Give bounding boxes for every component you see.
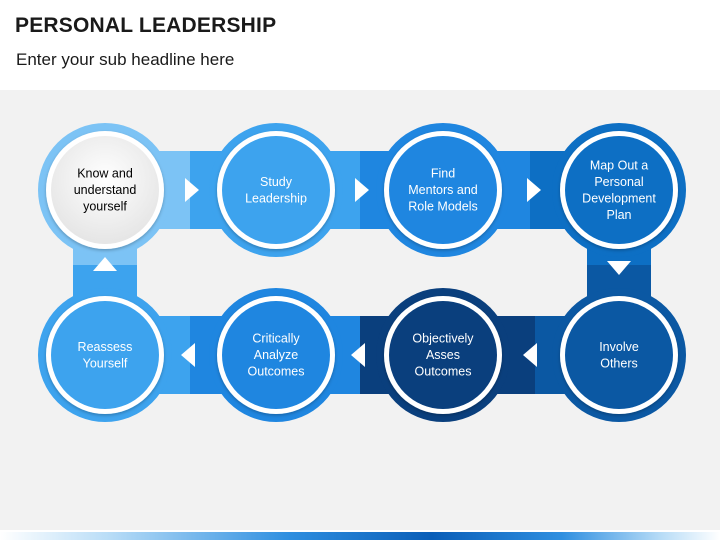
step-3-label-line-2: Mentors and [408,183,478,197]
step-2-label-line-1: Study [260,175,293,189]
step-3-label-line-1: Find [431,167,455,181]
step-3-label-line-3: Role Models [408,200,477,214]
arrow-4-to-5-icon [607,261,631,275]
step-inner-circle [222,136,330,244]
step-8-label-line-1: Reassess [78,340,133,354]
page-subtitle: Enter your sub headline here [16,50,235,69]
step-5-label-line-1: Involve [599,340,639,354]
step-inner-circle [565,301,673,409]
step-7-label-line-3: Outcomes [248,365,305,379]
step-1-label-line-3: yourself [83,200,127,214]
step-inner-circle [222,301,330,409]
step-7-label-line-2: Analyze [254,348,299,362]
step-8-label-line-2: Yourself [83,356,128,370]
arrow-8-to-1-icon [93,257,117,271]
step-4-label-line-2: Personal [594,175,643,189]
step-inner-circle [389,301,497,409]
step-inner-circle [565,136,673,244]
arrow-6-to-7-icon [351,343,365,367]
step-4-label-line-1: Map Out a [590,158,648,172]
arrow-5-to-6-icon [523,343,537,367]
step-1-label-line-1: Know and [77,167,133,181]
step-5-label-line-2: Others [600,356,638,370]
step-6-label-line-3: Outcomes [415,365,472,379]
step-inner-circle [51,136,159,244]
step-7-label-line-1: Critically [252,332,300,346]
step-1-label-line-2: understand [74,183,137,197]
step-node-1: Know and understand yourself [46,131,164,249]
step-inner-circle [389,136,497,244]
step-6-label-line-2: Asses [426,348,460,362]
footer-gradient-bar [0,532,720,540]
arrow-2-to-3-icon [355,178,369,202]
step-inner-circle [51,301,159,409]
step-6-label-line-1: Objectively [412,332,474,346]
arrow-3-to-4-icon [527,178,541,202]
arrow-7-to-8-icon [181,343,195,367]
step-2-label-line-2: Leadership [245,191,307,205]
step-4-label-line-4: Plan [606,208,631,222]
step-4-label-line-3: Development [582,191,656,205]
page-title: PERSONAL LEADERSHIP [15,14,277,37]
arrow-1-to-2-icon [185,178,199,202]
